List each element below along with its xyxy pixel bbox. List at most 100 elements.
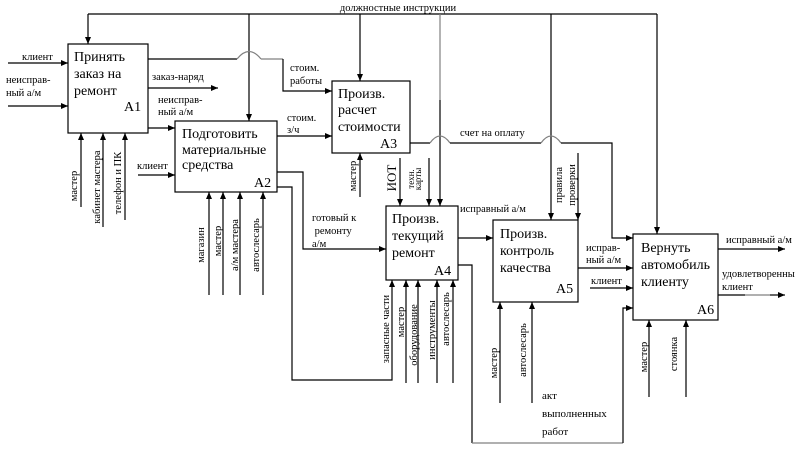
arrow-label: ный а/м xyxy=(586,255,621,266)
a2-mech-shop: магазин xyxy=(196,192,212,295)
activity-id: A2 xyxy=(254,176,271,191)
activity-id: A5 xyxy=(556,282,573,297)
arrow-label: исправный а/м xyxy=(460,204,526,215)
arrow-label: ИОТ xyxy=(384,165,399,192)
activity-title-line: Принять xyxy=(74,50,125,65)
activity-box[interactable] xyxy=(67,43,149,134)
arrow-label: телефон и ПК xyxy=(113,151,124,214)
crossing-bump xyxy=(429,135,451,144)
activity-box[interactable] xyxy=(331,80,411,154)
activity-title-line: ремонт xyxy=(392,246,435,261)
a4-control-tech-cards: техн. карты xyxy=(406,158,432,206)
arrow-label: инструменты xyxy=(427,300,438,359)
activity-title-line: ремонт xyxy=(74,84,117,99)
arrow-label: техн. xyxy=(406,169,416,188)
arrow-label: з/ч xyxy=(287,125,300,136)
activity-box[interactable] xyxy=(385,205,459,281)
activity-a1[interactable]: Принять заказ на ремонт A1 xyxy=(67,43,149,134)
a3-output-invoice: счет на оплату xyxy=(410,128,633,241)
activity-title-line: автомобиль xyxy=(641,258,710,273)
a1-mech-office: кабинет мастера xyxy=(92,133,106,227)
arrow-label: неисправ- xyxy=(158,95,203,106)
activity-a2[interactable]: Подготовить материальные средства A2 xyxy=(174,120,278,193)
activity-title-line: клиенту xyxy=(641,275,689,290)
activity-title-line: текущий xyxy=(392,229,444,244)
arrow-label: ремонту xyxy=(312,226,352,237)
arrow-label: исправный а/м xyxy=(726,235,792,246)
activity-title-line: Произв. xyxy=(500,227,547,242)
activity-title-line: Вернуть xyxy=(641,241,691,256)
arrow-label: запасные части xyxy=(381,294,392,363)
a4-mech-mechanic: автослесарь xyxy=(441,280,456,383)
a4-mech-tools: инструменты xyxy=(427,280,440,383)
activity-title-line: заказ на xyxy=(74,67,122,82)
arrow-label: счет на оплату xyxy=(460,128,525,139)
a6-mech-parking: стоянка xyxy=(669,320,689,397)
arrow-line xyxy=(282,59,332,94)
arrow-label: работ xyxy=(542,426,568,438)
arrow-label: мастер xyxy=(396,307,407,337)
activity-id: A3 xyxy=(380,137,397,152)
crossing-bump xyxy=(236,50,262,60)
a5-mech-mechanic: автослесарь xyxy=(518,302,535,403)
a2-mech-master-car: а/м мастера xyxy=(230,192,243,295)
arrow-label: заказ-наряд xyxy=(152,72,204,83)
a1-mech-phone-pc: телефон и ПК xyxy=(113,133,128,220)
a2-output-spare-parts xyxy=(277,186,395,381)
arrow-label: клиент xyxy=(22,52,53,63)
arrow-label: оборудование xyxy=(409,304,420,366)
a2-output-ready-car: готовый к ремонту а/м xyxy=(277,171,386,252)
activity-box[interactable] xyxy=(492,219,579,303)
arrow-label: мастер xyxy=(489,348,500,378)
a6-input-client: клиент xyxy=(590,276,633,291)
activity-title-line: средства xyxy=(182,158,234,173)
arrow-label: клиент xyxy=(722,282,753,293)
activity-id: A1 xyxy=(124,100,141,115)
arrow-label: кабинет мастера xyxy=(92,150,103,223)
arrow-label: мастер xyxy=(69,171,80,201)
activity-a6[interactable]: Вернуть автомобиль клиенту A6 xyxy=(632,233,719,321)
arrow-label: автослесарь xyxy=(251,218,262,272)
a6-mech-master: мастер xyxy=(639,320,652,397)
activity-a4[interactable]: Произв. текущий ремонт A4 xyxy=(385,205,459,281)
arrow-label: акт xyxy=(542,390,557,402)
arrow-label: мастер xyxy=(213,226,224,256)
activity-title-line: Подготовить xyxy=(182,127,258,142)
arrow-label: готовый к xyxy=(312,213,357,224)
arrow-label: стоим. xyxy=(287,113,316,124)
a1-output-work-order: заказ-наряд xyxy=(148,72,218,91)
a1-input-faulty-car: неисправ- ный а/м xyxy=(6,75,68,109)
arrow-label: карты xyxy=(413,168,423,191)
arrow-label: неисправ- xyxy=(6,75,51,86)
activity-a3[interactable]: Произв. расчет стоимости A3 xyxy=(331,80,411,154)
activity-title-line: контроль xyxy=(500,244,554,259)
arrow-label: автослесарь xyxy=(518,323,529,377)
a3-mech-master: мастер xyxy=(348,153,363,197)
crossing-bump xyxy=(540,135,562,144)
arrow-label: проверки xyxy=(567,164,578,206)
control-bus-label: должностные инструкции xyxy=(340,3,457,14)
a4-control-iot: ИОТ xyxy=(384,158,403,206)
activity-title-line: материальные xyxy=(182,143,266,158)
activity-a5[interactable]: Произв. контроль качества A5 xyxy=(492,219,579,303)
arrow-line xyxy=(561,142,633,241)
arrow-label: ный а/м xyxy=(6,88,41,99)
control-bus-job-instructions: должностные инструкции xyxy=(85,3,660,234)
a2-input-client: клиент xyxy=(137,161,175,178)
arrow-label: мастер xyxy=(348,161,359,191)
a2-mech-mechanic: автослесарь xyxy=(251,192,266,295)
activity-box[interactable] xyxy=(632,233,719,321)
arrow-label: стоянка xyxy=(669,337,680,372)
a1-input-client: клиент xyxy=(8,52,68,66)
a1-output-faulty-car: неисправ- ный а/м xyxy=(148,95,203,131)
arrow-label: ный а/м xyxy=(158,107,193,118)
activity-box[interactable] xyxy=(174,120,278,193)
arrow-line xyxy=(277,171,386,252)
arrow-line xyxy=(622,305,633,443)
a4-output-work-act: акт выполненных работ xyxy=(458,264,633,444)
activity-title-line: Произв. xyxy=(392,212,439,227)
activity-title-line: Произв. xyxy=(338,87,385,102)
arrow-label: клиент xyxy=(591,276,622,287)
activity-title-line: расчет xyxy=(338,103,377,118)
